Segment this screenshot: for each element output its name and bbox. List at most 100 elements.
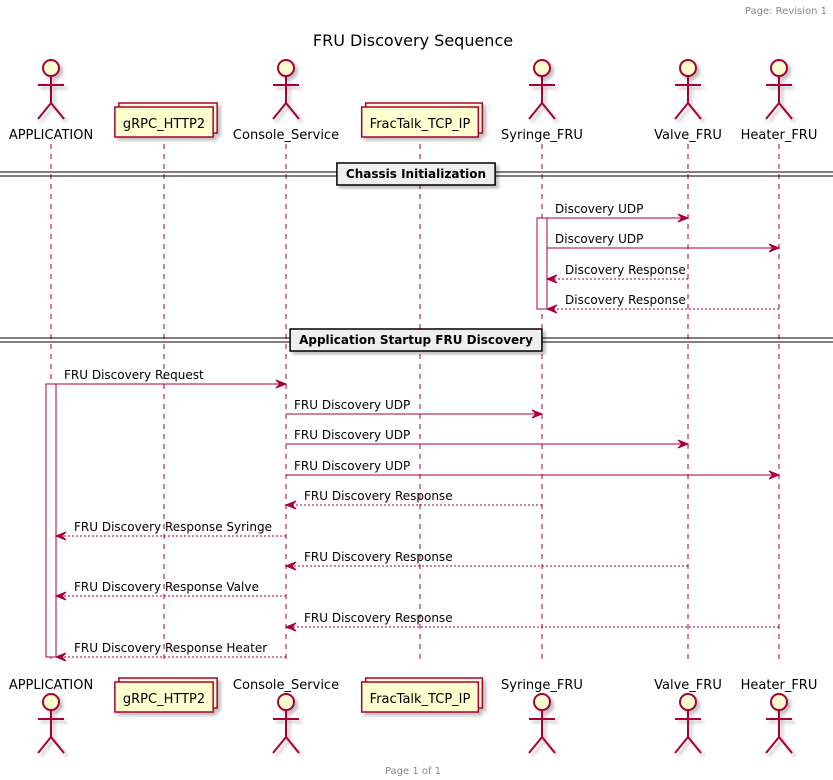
message-label: FRU Discovery Response <box>304 611 453 625</box>
collections-box <box>360 102 484 138</box>
participant-syringe-fru-bottom: Syringe_FRU <box>501 678 583 754</box>
arrow-head <box>545 274 558 284</box>
participant-grpc-http2-bottom: gRPC_HTTP2 <box>114 677 218 713</box>
message-valve-fru-to-syringe-fru: Discovery Response <box>545 263 688 284</box>
message-console-service-to-application: FRU Discovery Response Valve <box>54 580 286 601</box>
participant-label: APPLICATION <box>9 128 93 143</box>
participant-label: Heater_FRU <box>741 128 818 143</box>
arrow-head <box>54 591 67 601</box>
participant-label: Console_Service <box>233 678 339 693</box>
actor-icon <box>528 693 556 754</box>
participant-application-bottom: APPLICATION <box>9 678 93 754</box>
diagram-title: FRU Discovery Sequence <box>313 31 513 50</box>
message-label: FRU Discovery Response Syringe <box>74 520 272 534</box>
actor-icon <box>37 59 65 120</box>
arrow-head <box>545 304 558 314</box>
participant-console-service-bottom: Console_Service <box>233 678 339 754</box>
message-console-service-to-application: FRU Discovery Response Heater <box>54 641 286 662</box>
message-label: FRU Discovery UDP <box>294 459 410 473</box>
message-console-service-to-valve-fru: FRU Discovery UDP <box>286 428 690 449</box>
page-header-label: Page: Revision 1 <box>745 6 827 17</box>
collections-box <box>114 677 218 713</box>
divider-chassis-initialization: Chassis Initialization <box>0 162 833 186</box>
message-label: Discovery Response <box>565 263 686 277</box>
participant-label: Syringe_FRU <box>501 678 583 693</box>
arrow-head <box>275 379 288 389</box>
participant-label: FracTalk_TCP_IP <box>370 692 471 707</box>
divider-application-startup-fru-discovery: Application Startup FRU Discovery <box>0 328 833 352</box>
actor-icon <box>765 59 793 120</box>
arrow-head <box>768 243 781 253</box>
message-syringe-fru-to-console-service: FRU Discovery Response <box>284 489 542 510</box>
message-label: FRU Discovery Response <box>304 550 453 564</box>
participant-heater-fru-top: Heater_FRU <box>741 59 818 143</box>
message-heater-fru-to-syringe-fru: Discovery Response <box>545 293 779 314</box>
participant-label: Syringe_FRU <box>501 128 583 143</box>
message-label: FRU Discovery Response Valve <box>74 580 259 594</box>
arrow-head <box>768 470 781 480</box>
message-label: Discovery Response <box>565 293 686 307</box>
arrow-head <box>284 622 297 632</box>
participants-bottom: APPLICATION gRPC_HTTP2 Console_ServiceFrac… <box>9 677 818 754</box>
participant-valve-fru-bottom: Valve_FRU <box>654 678 722 754</box>
message-label: FRU Discovery Response <box>304 489 453 503</box>
arrow-head <box>54 652 67 662</box>
divider-label: Chassis Initialization <box>346 167 486 181</box>
participant-label: Valve_FRU <box>654 678 722 693</box>
arrow-head <box>54 531 67 541</box>
actor-icon <box>765 693 793 754</box>
collections-box <box>360 677 484 713</box>
participant-label: Console_Service <box>233 128 339 143</box>
participant-valve-fru-top: Valve_FRU <box>654 59 722 143</box>
arrow-head <box>677 213 690 223</box>
participant-grpc-http2-top: gRPC_HTTP2 <box>114 102 218 138</box>
messages: Discovery UDP Discovery UDP Discovery Resp… <box>54 202 781 662</box>
activation-bar-application <box>45 383 57 658</box>
message-label: Discovery UDP <box>555 202 643 216</box>
actor-icon <box>272 59 300 120</box>
message-label: Discovery UDP <box>555 232 643 246</box>
lifelines <box>50 144 780 664</box>
participant-label: Heater_FRU <box>741 678 818 693</box>
divider-label: Application Startup FRU Discovery <box>299 333 533 347</box>
participant-syringe-fru-top: Syringe_FRU <box>501 59 583 143</box>
arrow-head <box>677 439 690 449</box>
message-console-service-to-application: FRU Discovery Response Syringe <box>54 520 286 541</box>
message-console-service-to-heater-fru: FRU Discovery UDP <box>286 459 781 480</box>
participant-application-top: APPLICATION <box>9 59 93 143</box>
message-syringe-fru-to-valve-fru: Discovery UDP <box>547 202 690 223</box>
message-heater-fru-to-console-service: FRU Discovery Response <box>284 611 779 632</box>
participant-label: APPLICATION <box>9 678 93 693</box>
collections-box <box>114 102 218 138</box>
arrow-head <box>284 500 297 510</box>
actor-icon <box>674 693 702 754</box>
message-application-to-console-service: FRU Discovery Request <box>56 368 288 389</box>
participant-fractalk-tcp-ip-top: FracTalk_TCP_IP <box>360 102 484 138</box>
arrow-head <box>531 409 544 419</box>
activation-bar-syringe-fru <box>536 217 548 310</box>
actor-icon <box>674 59 702 120</box>
actor-icon <box>272 693 300 754</box>
message-label: FRU Discovery Request <box>64 368 204 382</box>
participant-fractalk-tcp-ip-bottom: FracTalk_TCP_IP <box>360 677 484 713</box>
message-label: FRU Discovery UDP <box>294 398 410 412</box>
participant-label: gRPC_HTTP2 <box>123 117 205 132</box>
message-valve-fru-to-console-service: FRU Discovery Response <box>284 550 688 571</box>
participant-console-service-top: Console_Service <box>233 59 339 143</box>
message-console-service-to-syringe-fru: FRU Discovery UDP <box>286 398 544 419</box>
activation-bars <box>45 217 548 658</box>
participant-heater-fru-bottom: Heater_FRU <box>741 678 818 754</box>
message-label: FRU Discovery Response Heater <box>74 641 267 655</box>
participant-label: Valve_FRU <box>654 128 722 143</box>
participant-label: gRPC_HTTP2 <box>123 692 205 707</box>
actor-icon <box>528 59 556 120</box>
message-label: FRU Discovery UDP <box>294 428 410 442</box>
participant-label: FracTalk_TCP_IP <box>370 117 471 132</box>
arrow-head <box>284 561 297 571</box>
actor-icon <box>37 693 65 754</box>
message-syringe-fru-to-heater-fru: Discovery UDP <box>547 232 781 253</box>
page-footer-label: Page 1 of 1 <box>385 766 441 777</box>
